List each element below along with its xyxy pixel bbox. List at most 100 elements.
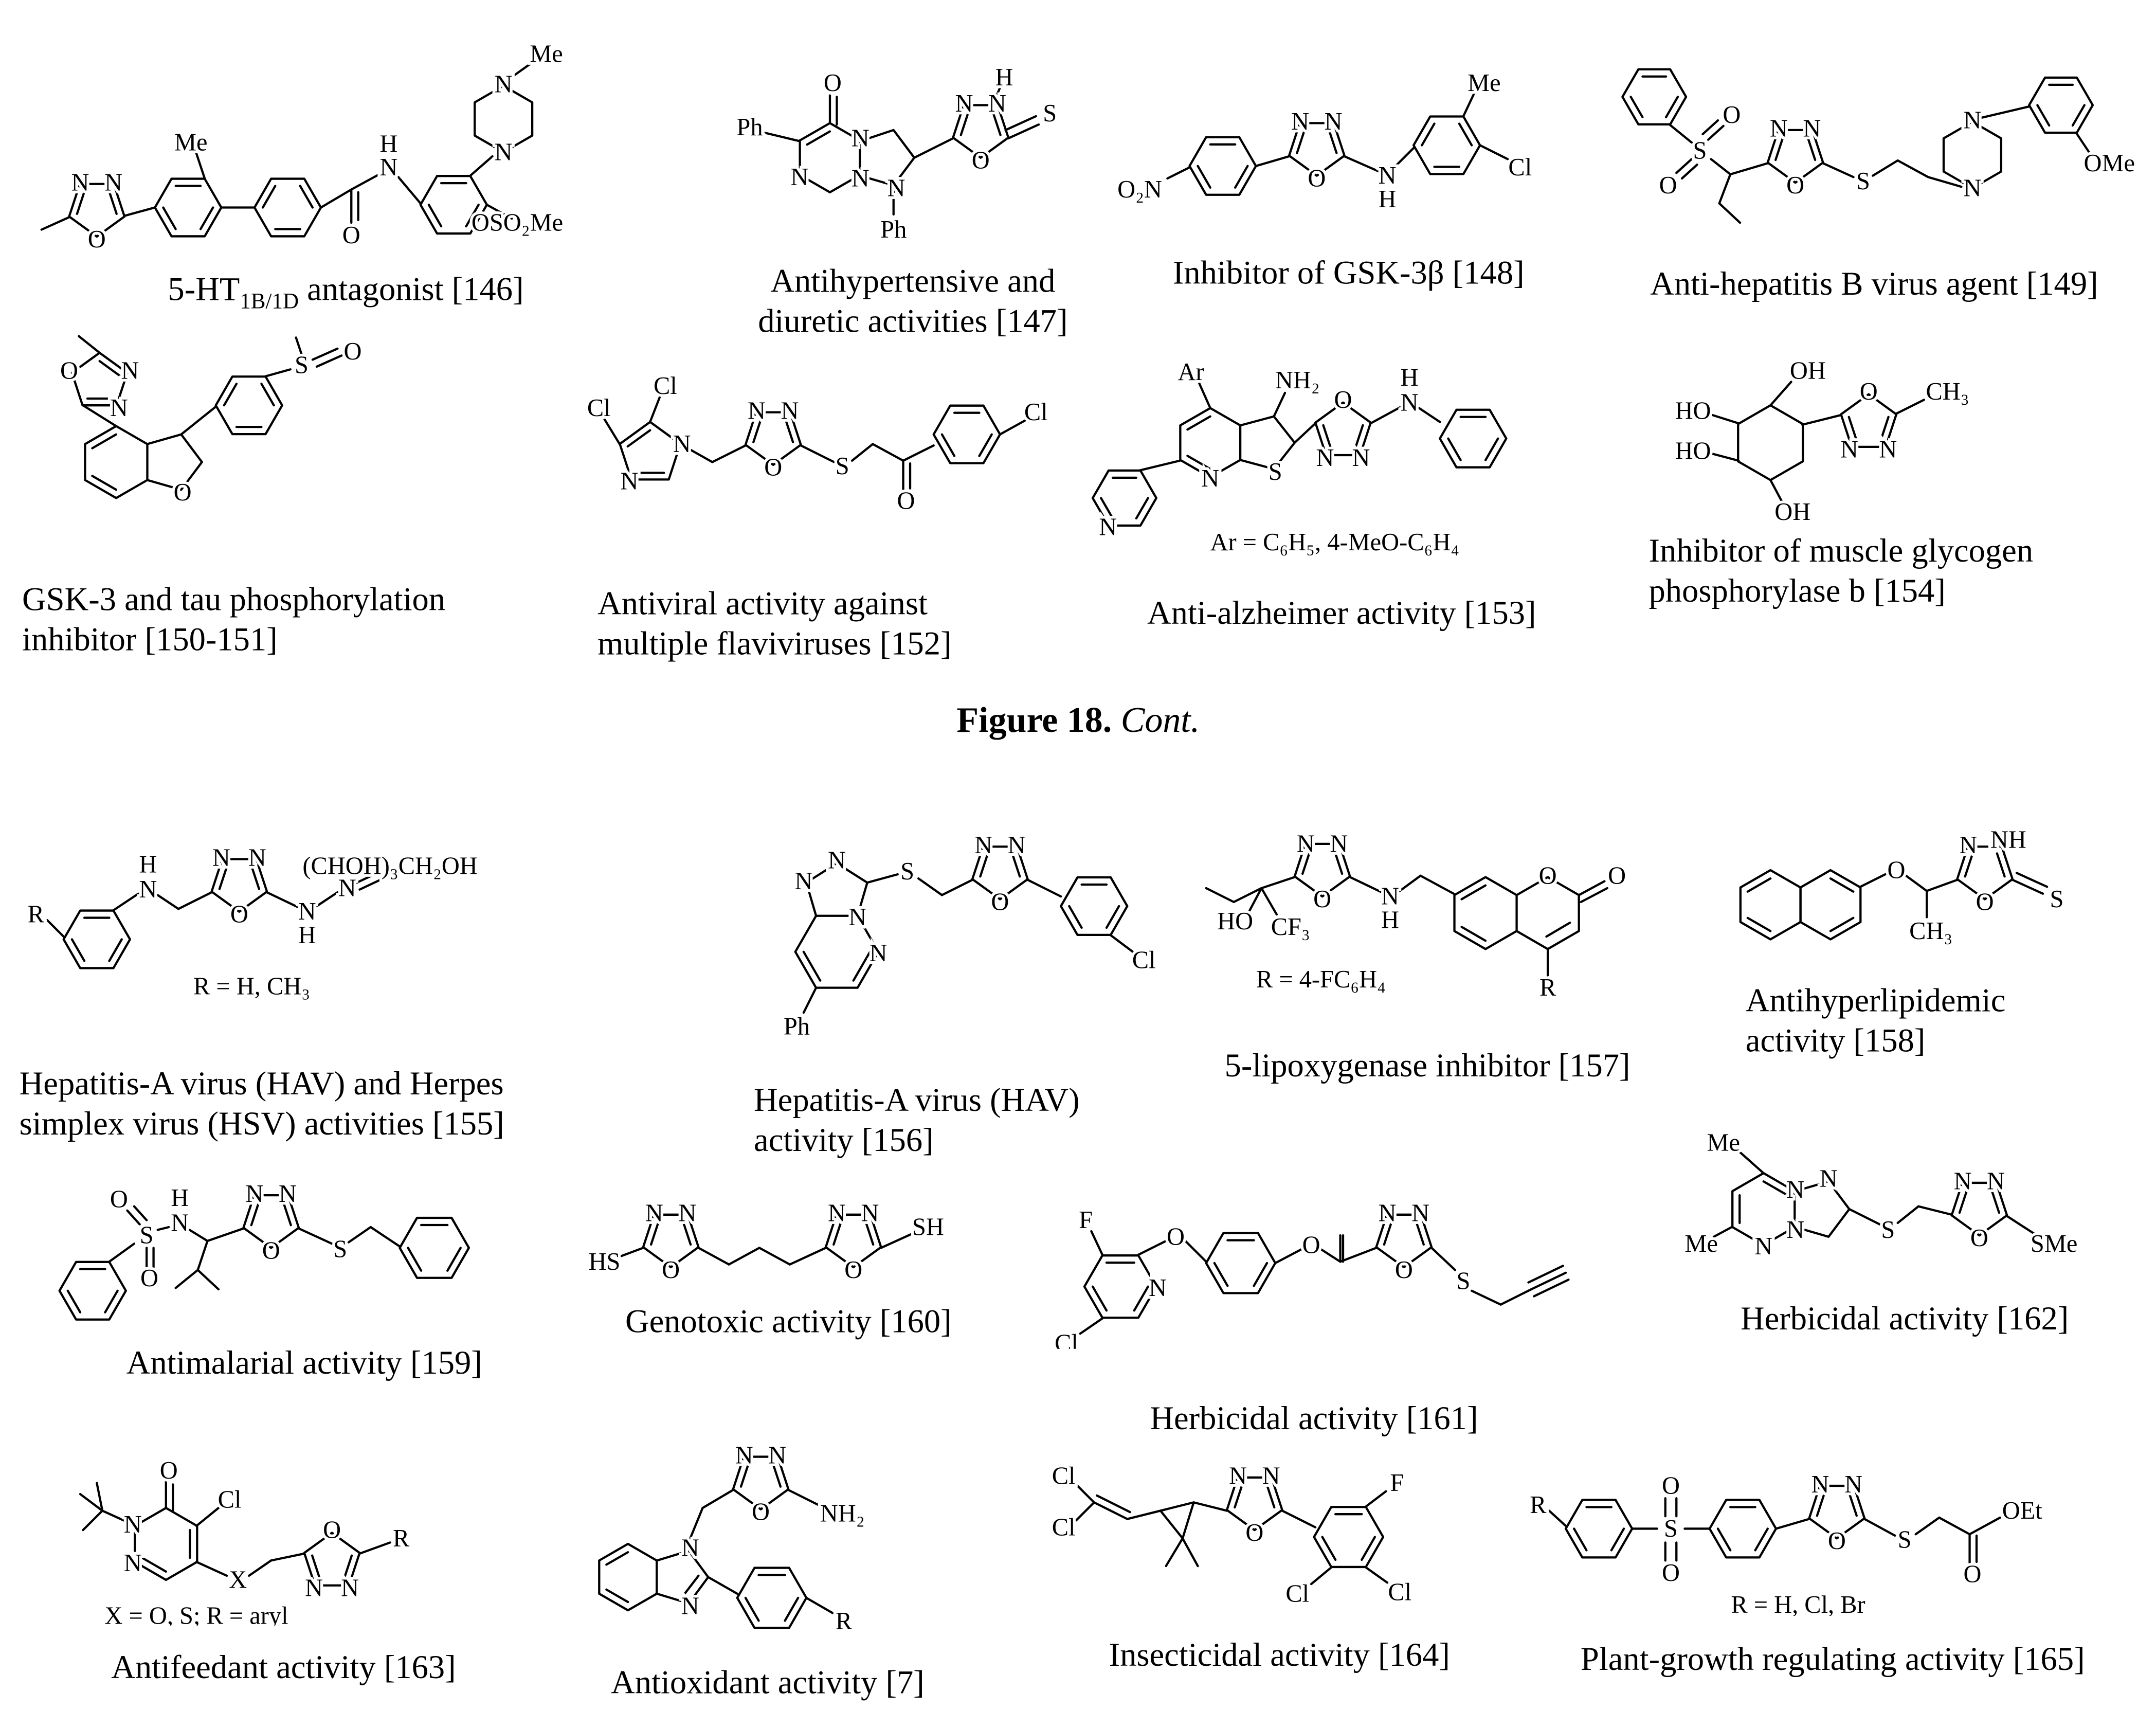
bond — [398, 177, 421, 203]
bond — [1730, 163, 1768, 174]
activity-caption-162: Herbicidal activity [162] — [1676, 1301, 2133, 1341]
bond — [1275, 1249, 1301, 1263]
bond — [196, 1508, 219, 1526]
caption-line: Anti-hepatitis B virus agent [149] — [1591, 265, 2156, 306]
atom-label: N — [1786, 1216, 1804, 1244]
atom-label: O — [844, 1256, 862, 1284]
atom-label: O — [88, 226, 106, 253]
atom-label: N — [495, 71, 513, 98]
bond — [1084, 1255, 1156, 1318]
atom-label: R = H, Cl, Br — [1731, 1591, 1865, 1616]
caption-text: Antiviral activity against — [597, 587, 928, 623]
atom-label: O — [1608, 862, 1626, 889]
bond — [299, 1229, 332, 1244]
activity-caption-165: Plant-growth regulating activity [165] — [1521, 1641, 2144, 1681]
atom-label: S — [1881, 1216, 1895, 1244]
atom-label: O — [824, 69, 842, 97]
bond — [1127, 1510, 1161, 1519]
bond — [1906, 876, 1927, 891]
bond — [1738, 1151, 1763, 1173]
bond — [1076, 1502, 1094, 1520]
bond — [1898, 160, 1928, 177]
bond — [1075, 1483, 1094, 1503]
atom-label: R — [1539, 974, 1556, 1001]
atom-label: SH — [912, 1214, 944, 1241]
atom-label: S — [1043, 100, 1057, 127]
bond — [1710, 1500, 1776, 1557]
bond — [155, 179, 221, 237]
bond — [127, 1211, 139, 1225]
caption-line: Plant-growth regulating activity [165] — [1521, 1641, 2144, 1681]
caption-text: Insecticidal activity [164] — [1109, 1638, 1450, 1674]
bond — [1549, 1510, 1566, 1526]
caption-text: activity [158] — [1746, 1024, 1926, 1060]
atom-label: OH — [1790, 357, 1826, 384]
bond — [1531, 1273, 1566, 1289]
atom-label: N — [171, 1209, 189, 1236]
bond — [1472, 1291, 1500, 1305]
bond — [1167, 167, 1189, 178]
activity-caption-159: Antimalarial activity [159] — [56, 1345, 553, 1385]
atom-label: H — [1381, 906, 1399, 933]
atom-label: HO — [1217, 908, 1253, 935]
atom-label: N — [1811, 1471, 1829, 1498]
atom-label: Ph — [880, 216, 907, 243]
atom-label: O — [1970, 1225, 1988, 1252]
activity-caption-154: Inhibitor of muscle glycogen phosphorylas… — [1648, 533, 2156, 614]
bond — [359, 1542, 390, 1554]
bond — [1712, 454, 1738, 460]
atom-label: SMe — [2031, 1230, 2077, 1257]
atom-label: X = O, S; R = aryl — [104, 1602, 288, 1625]
activity-caption-148: Inhibitor of GSK-3β [148] — [1120, 255, 1577, 295]
caption-text: phosphorylase b [154] — [1648, 574, 1945, 610]
bond — [690, 1508, 702, 1538]
bond — [934, 406, 1000, 463]
atom-label: Ar = C₆H₅, 4-MeO-C₆H₄ — [1210, 529, 1459, 556]
caption-text: Inhibitor of muscle glycogen — [1648, 534, 2033, 570]
atom-label: N — [768, 1442, 786, 1469]
bond — [1801, 870, 1861, 940]
bond — [852, 444, 873, 460]
figure-caption-italic: Cont. — [1112, 700, 1200, 740]
atom-label: O — [1167, 1223, 1185, 1250]
bond — [1134, 1287, 1148, 1311]
caption-text: Hepatitis-A virus (HAV) — [754, 1083, 1080, 1119]
bond — [1864, 1519, 1895, 1536]
bond — [92, 476, 116, 490]
atom-label: O — [1888, 857, 1906, 884]
caption-text: activity [156] — [754, 1124, 934, 1160]
bond — [181, 407, 215, 435]
bond — [698, 1248, 729, 1264]
bond — [1161, 1502, 1194, 1538]
bond — [914, 138, 953, 158]
bond — [83, 1510, 102, 1530]
caption-text: Genotoxic activity [160] — [625, 1305, 952, 1341]
atom-label: N — [1008, 832, 1026, 859]
caption-text: Antifeedant activity [163] — [111, 1650, 456, 1686]
atom-label: Me — [1684, 1230, 1718, 1257]
atom-label: N — [212, 844, 230, 871]
atom-label: N — [71, 169, 89, 196]
atom-label: N — [620, 468, 638, 495]
atom-label: NH₂ — [1275, 367, 1320, 394]
atom-label: O — [991, 888, 1009, 915]
bond — [1311, 1568, 1331, 1584]
caption-subscript: 1B/1D — [240, 290, 299, 314]
atom-label: N — [851, 125, 869, 152]
bond — [1455, 877, 1517, 949]
